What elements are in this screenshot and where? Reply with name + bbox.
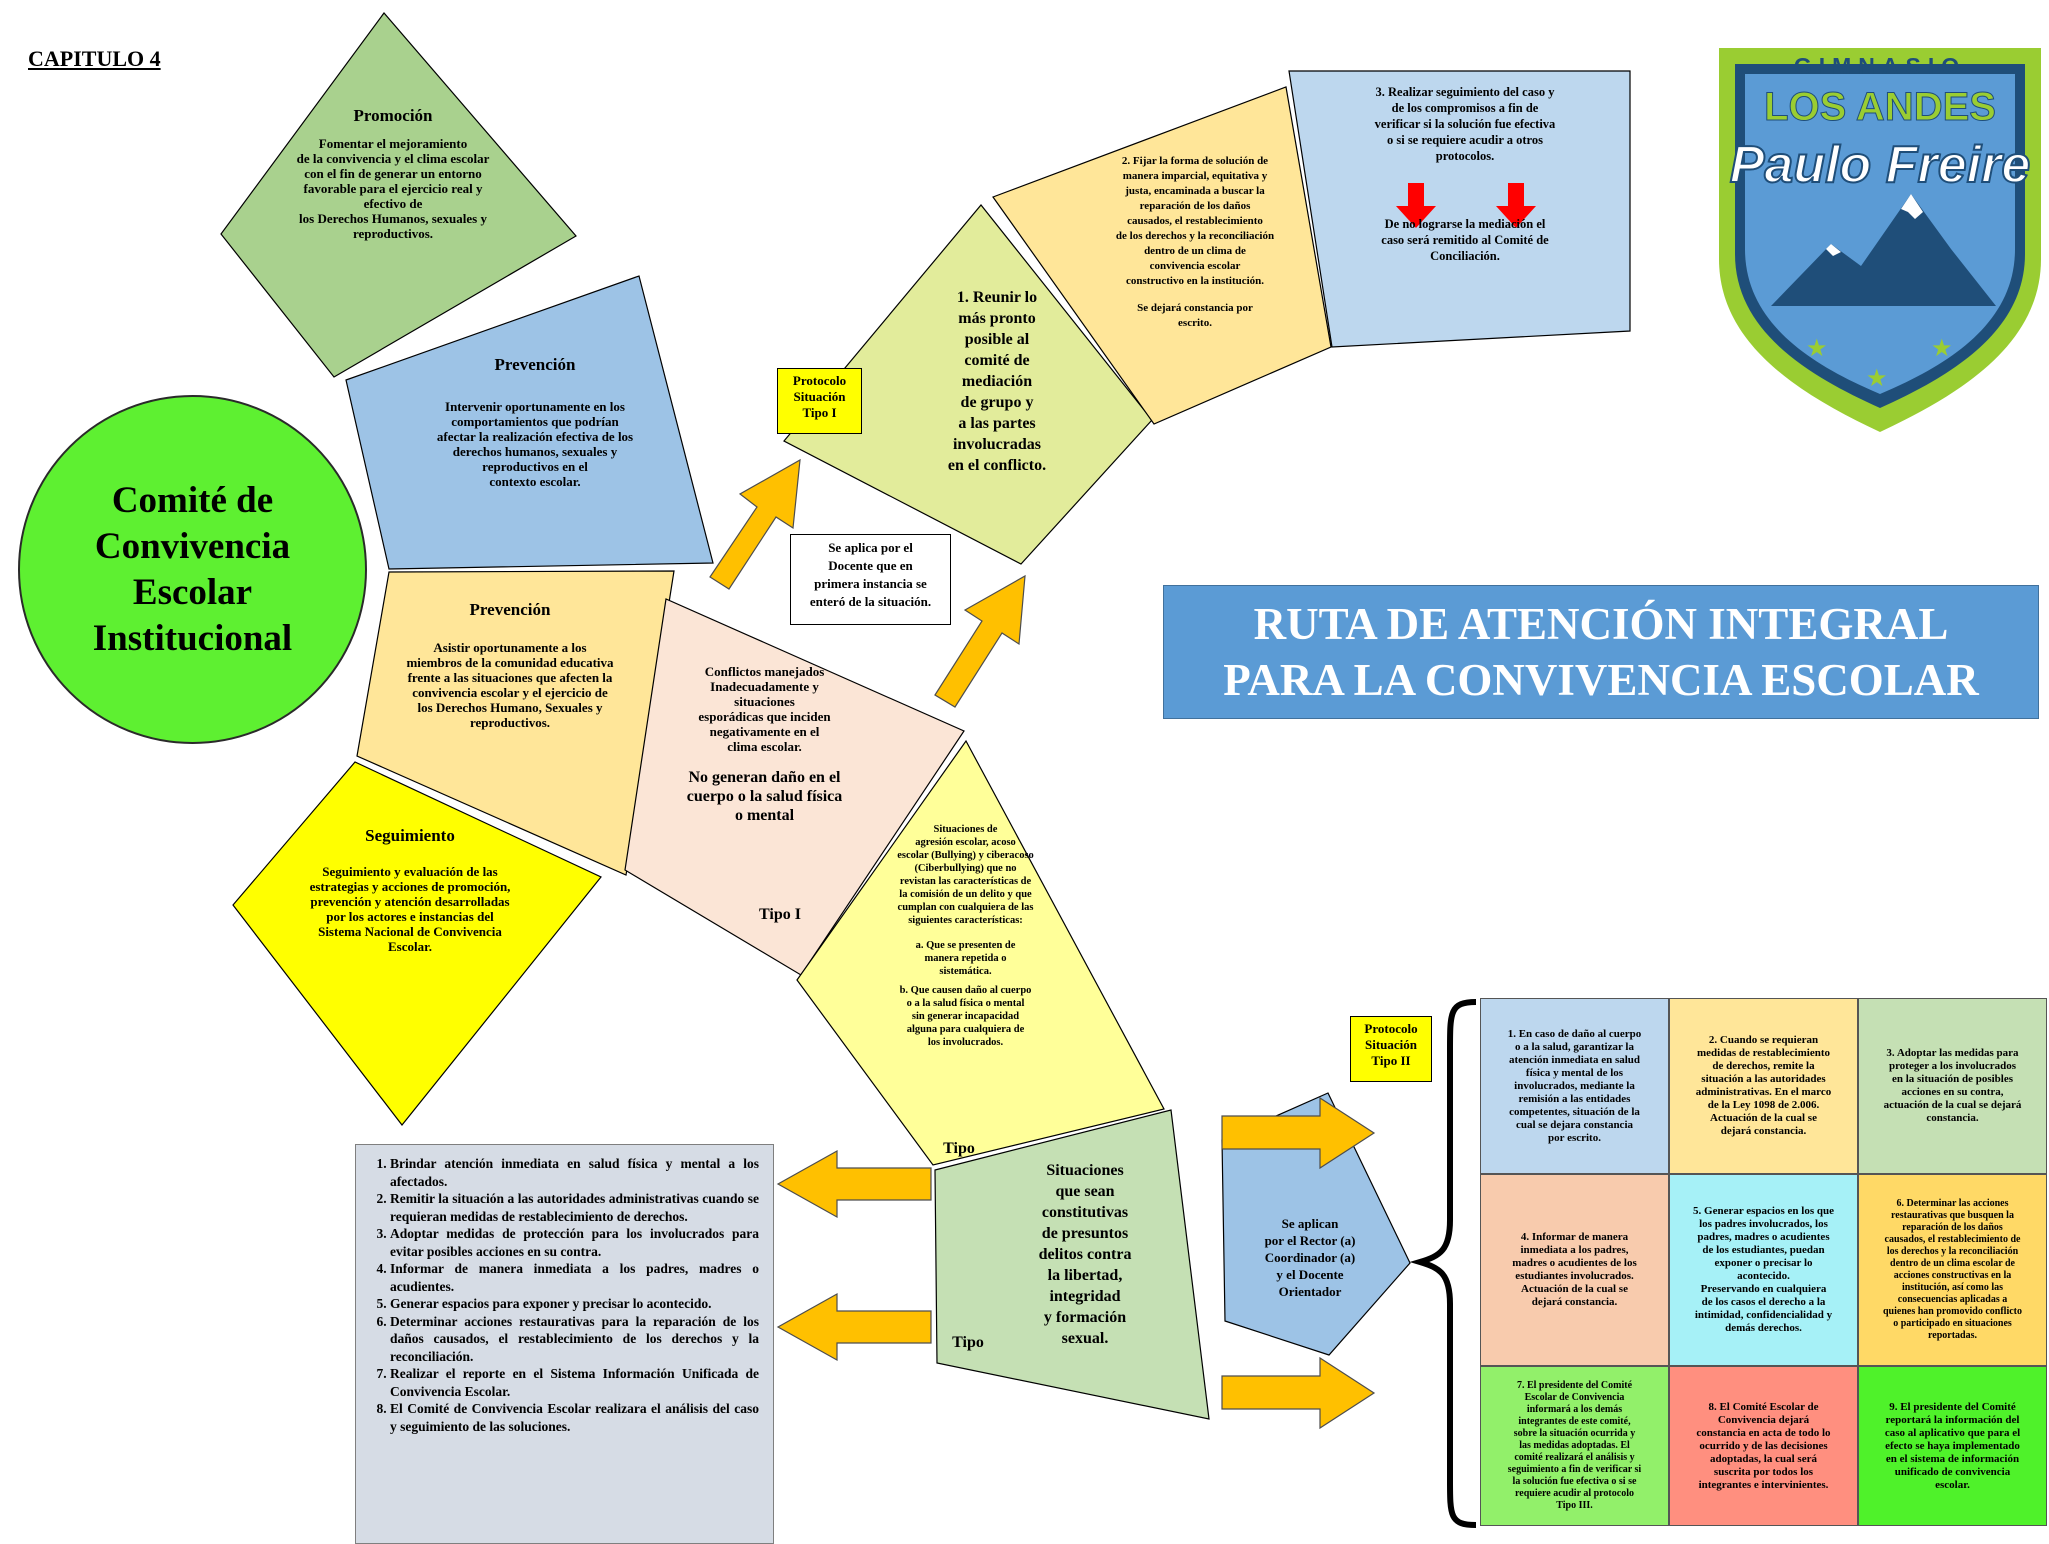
applies-tipo2-shape xyxy=(1221,1092,1411,1356)
tipo2-applies-text: Se aplican por el Rector (a) Coordinador… xyxy=(1264,1216,1356,1299)
prevencion1-text: Intervenir oportunamente en los comporta… xyxy=(436,399,634,489)
arrows xyxy=(709,458,1376,1430)
step2-note: Se dejará constancia por escrito. xyxy=(1137,302,1253,329)
prevencion-blue-petal xyxy=(345,275,714,570)
prevencion2-text: Asistir oportunamente a los miembros de … xyxy=(406,640,614,730)
step2-text-block: 2. Fijar la forma de solución de manera … xyxy=(1090,154,1300,331)
protocol-tipo1-label: Protocolo Situación Tipo I xyxy=(777,368,862,434)
tipo3-actions: Brindar atención inmediata en salud físi… xyxy=(370,1155,759,1435)
step2-text: 2. Fijar la forma de solución de manera … xyxy=(1115,155,1275,287)
prevencion-peach-petal xyxy=(356,570,675,876)
tipo3-shape xyxy=(934,1109,1210,1420)
tipo3-label: Tipo xyxy=(952,1334,984,1351)
committee-title: Comité de Convivencia Escolar Institucio… xyxy=(92,479,293,659)
tipo3-action-item: Informar de manera inmediata a los padre… xyxy=(390,1260,759,1295)
logo-line1: GIMNASIO xyxy=(1794,53,1966,79)
tipo1-label: Tipo I xyxy=(759,906,801,923)
tipo2-step-cell: 8. El Comité Escolar de Convivencia deja… xyxy=(1669,1366,1858,1526)
prevencion2-title: Prevención xyxy=(469,600,551,619)
star-icon: ★ xyxy=(1806,336,1828,362)
promocion-text-block: Promoción Fomentar el mejoramiento de la… xyxy=(263,106,523,241)
seguimiento-title: Seguimiento xyxy=(365,826,455,845)
tipo1-description: Conflictos manejados Inadecuadamente y s… xyxy=(698,664,831,754)
seguimiento-text-block: Seguimiento Seguimiento y evaluación de … xyxy=(275,826,545,954)
step2-shape xyxy=(992,86,1332,425)
chapter-heading: CAPITULO 4 xyxy=(28,46,161,71)
tipo3-action-item: Adoptar medidas de protección para los i… xyxy=(390,1225,759,1260)
seguimiento-diamond xyxy=(232,761,602,1126)
tipo2-step-cell: 4. Informar de manera inmediata a los pa… xyxy=(1480,1174,1669,1366)
tipo2-item-b: b. Que causen daño al cuerpo o a la salu… xyxy=(899,985,1032,1048)
school-logo: GIMNASIO LOS ANDES Paulo Freire ★ ★ ★ xyxy=(1711,44,2049,434)
tipo2-text-block: Situaciones de agresión escolar, acoso e… xyxy=(868,823,1063,1049)
tipo2-item-a: a. Que se presenten de manera repetida o… xyxy=(915,940,1016,977)
tipo2-step-cell: 2. Cuando se requieran medidas de restab… xyxy=(1669,998,1858,1174)
tipo3-action-item: Remitir la situación a las autoridades a… xyxy=(390,1190,759,1225)
red-down-arrow-1 xyxy=(1396,183,1436,228)
committee-circle: Comité de Convivencia Escolar Institucio… xyxy=(18,395,367,744)
tipo2-step-cell: 9. El presidente del Comité reportará la… xyxy=(1858,1366,2047,1526)
tipo2-step-cell: 1. En caso de daño al cuerpo o a la salu… xyxy=(1480,998,1669,1174)
promocion-petal xyxy=(220,12,577,378)
promocion-text: Fomentar el mejoramiento de la convivenc… xyxy=(296,136,490,241)
prevencion1-title: Prevención xyxy=(494,355,576,374)
tipo1-text-block: Conflictos manejados Inadecuadamente y s… xyxy=(662,664,867,825)
svg-text:★: ★ xyxy=(1866,366,1888,392)
logo-line3: Paulo Freire xyxy=(1730,136,2031,194)
banner-line-1: RUTA DE ATENCIÓN INTEGRAL xyxy=(1253,599,1949,649)
tipo2-label: Tipo xyxy=(943,1140,975,1157)
tipo3-action-item: Brindar atención inmediata en salud físi… xyxy=(390,1155,759,1190)
tipo1-pentagon xyxy=(624,598,965,976)
promocion-title: Promoción xyxy=(353,106,433,125)
arrow-to-tipo2-bottom xyxy=(1221,1356,1376,1430)
tipo3-action-item: Generar espacios para exponer y precisar… xyxy=(390,1295,759,1313)
arrow-to-step1 xyxy=(934,574,1026,708)
tipo3-action-item: Realizar el reporte en el Sistema Inform… xyxy=(390,1365,759,1400)
red-down-arrow-2 xyxy=(1496,183,1536,228)
curly-brace xyxy=(1409,999,1477,1528)
banner-line-2: PARA LA CONVIVENCIA ESCOLAR xyxy=(1223,655,1979,705)
tipo3-action-item: El Comité de Convivencia Escolar realiza… xyxy=(390,1400,759,1435)
prevencion2-text-block: Prevención Asistir oportunamente a los m… xyxy=(370,600,650,730)
svg-text:★: ★ xyxy=(1931,336,1953,362)
tipo2-step-cell: 3. Adoptar las medidas para proteger a l… xyxy=(1858,998,2047,1174)
arrow-to-list-top xyxy=(776,1149,932,1219)
arrow-to-tipo2-top xyxy=(1221,1096,1376,1170)
step1-text: 1. Reunir lo más pronto posible al comit… xyxy=(947,289,1047,474)
tipo2-step-cell: 7. El presidente del Comité Escolar de C… xyxy=(1480,1366,1669,1526)
tipo3-action-item: Determinar acciones restaurativas para l… xyxy=(390,1313,759,1366)
logo-line2: LOS ANDES xyxy=(1764,85,1996,129)
tipo3-actions-list: Brindar atención inmediata en salud físi… xyxy=(355,1144,774,1544)
step3-shape xyxy=(1288,70,1631,348)
tipo1-emphasis: No generan daño en el cuerpo o la salud … xyxy=(686,769,843,824)
step3-note: De no lograrse la mediación el caso será… xyxy=(1381,217,1549,263)
protocol-tipo2-label: Protocolo Situación Tipo II xyxy=(1350,1016,1432,1082)
seguimiento-text: Seguimiento y evaluación de las estrateg… xyxy=(309,864,511,954)
mountain-icon xyxy=(1771,194,1996,306)
tipo2-pentagon xyxy=(796,739,1165,1166)
step3-text: 3. Realizar seguimiento del caso y de lo… xyxy=(1374,85,1556,163)
arrow-to-protocol-1 xyxy=(709,458,801,590)
prevencion1-text-block: Prevención Intervenir oportunamente en l… xyxy=(395,355,675,489)
tipo2-step-cell: 5. Generar espacios en los que los padre… xyxy=(1669,1174,1858,1366)
route-banner: RUTA DE ATENCIÓN INTEGRAL PARA LA CONVIV… xyxy=(1163,585,2039,719)
tipo2-description: Situaciones de agresión escolar, acoso e… xyxy=(897,824,1034,926)
tipo3-text: Situaciones que sean constitutivas de pr… xyxy=(1038,1162,1132,1347)
step3-text-block: 3. Realizar seguimiento del caso y de lo… xyxy=(1340,84,1590,264)
arrow-to-list-bottom xyxy=(776,1292,932,1362)
tipo2-step-cell: 6. Determinar las acciones restaurativas… xyxy=(1858,1174,2047,1366)
tipo1-applies-box: Se aplica por el Docente que en primera … xyxy=(790,534,951,625)
tipo2-protocol-grid: 1. En caso de daño al cuerpo o a la salu… xyxy=(1480,998,2047,1526)
